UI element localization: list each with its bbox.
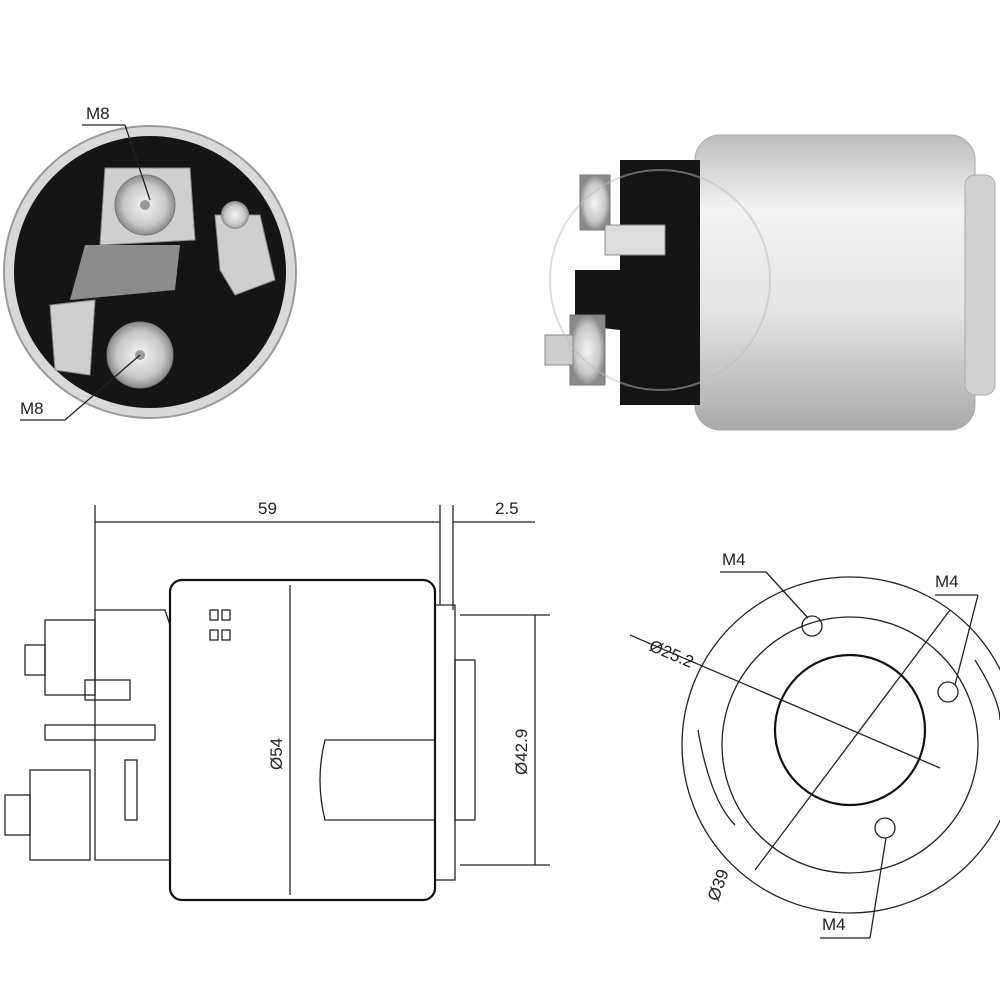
front-view-photo: M8 M8 <box>3 104 297 421</box>
terminal-bottom-label: M8 <box>20 399 44 418</box>
side-view-drawing: 59 2.5 Ø54 Ø42.9 <box>4 499 550 902</box>
length-dimension-label: 59 <box>258 499 277 518</box>
mount-hole-bottom-label: M4 <box>822 915 846 934</box>
side-view-photo <box>544 134 996 431</box>
flange-thickness-label: 2.5 <box>495 499 519 518</box>
bore-diameter-label: Ø25.2 <box>646 636 696 672</box>
mount-hole-top-label: M4 <box>722 550 746 569</box>
bolt-circle-label: Ø39 <box>704 867 733 904</box>
end-view-drawing: Ø25.2 Ø39 M4 M4 M4 <box>629 550 1000 939</box>
flange-diameter-label: Ø42.9 <box>512 729 531 775</box>
mount-hole-right-label: M4 <box>935 572 959 591</box>
terminal-top-label: M8 <box>86 104 110 123</box>
body-diameter-label: Ø54 <box>267 738 286 770</box>
